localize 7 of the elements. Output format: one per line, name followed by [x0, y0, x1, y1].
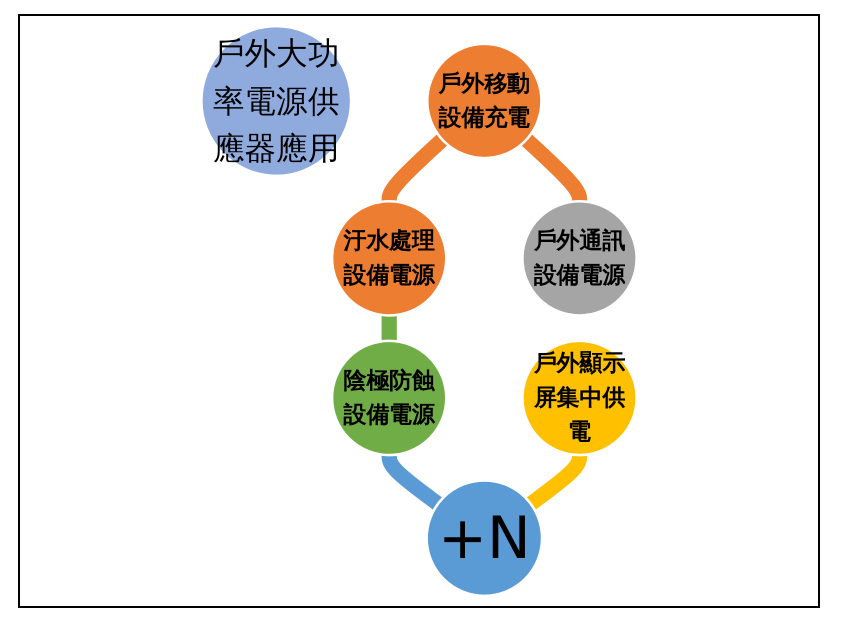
- circle-node: 戶外移動設備充電: [426, 42, 543, 160]
- circle-node: 汙水處理設備電源: [330, 200, 448, 317]
- circle-node: 戶外顯示屏集中供電: [521, 340, 638, 456]
- circle-node: 戶外通訊設備電源: [521, 200, 638, 317]
- circle-node: 陰極防蝕設備電源: [330, 340, 448, 456]
- circle-node: +N: [425, 479, 544, 598]
- circle-node: 戶外大功率電源供應器應用: [200, 24, 352, 178]
